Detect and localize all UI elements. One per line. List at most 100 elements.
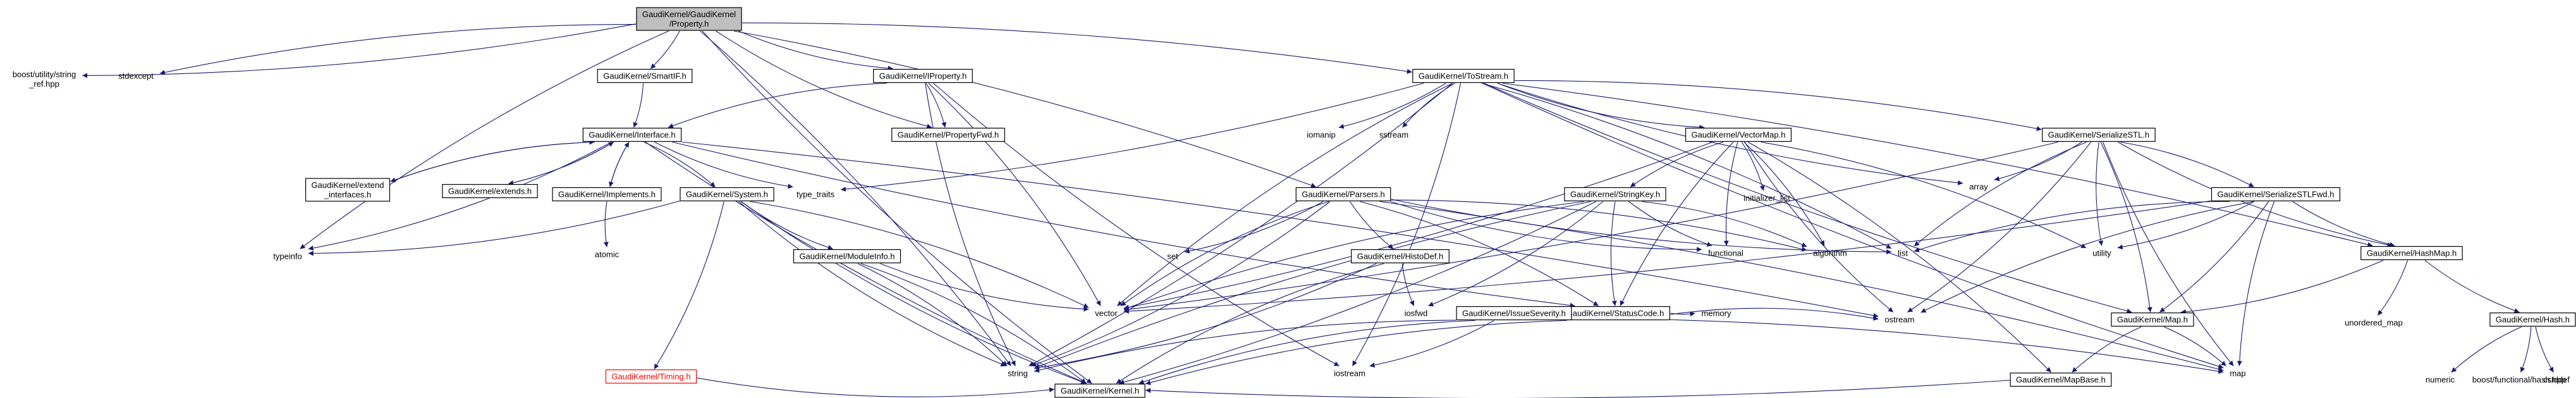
- edge-vectormap-to-statuscode: [1620, 142, 1734, 306]
- node-vectormap[interactable]: GaudiKernel/VectorMap.h: [1685, 127, 1792, 142]
- node-box: [1685, 127, 1792, 142]
- edge-statuscode-to-ostream: [1670, 308, 1879, 321]
- node-label: unordered_map: [2345, 318, 2403, 328]
- edge-serializestlfwd-to-utility: [2117, 201, 2255, 250]
- node-label: GaudiKernel/PropertyFwd.h: [898, 130, 999, 140]
- node-label: GaudiKernel/SerializeSTLFwd.h: [2218, 190, 2335, 199]
- node-label: GaudiKernel/IssueSeverity.h: [1462, 309, 1566, 318]
- node-typeinfo: typeinfo: [273, 252, 302, 261]
- edge-tostream-to-string: [1029, 83, 1453, 366]
- node-box: [891, 127, 1005, 142]
- edge-serializestlfwd-to-list: [1914, 201, 2230, 252]
- edge-vectormap-to-ostream: [1744, 142, 1894, 313]
- node-boost_hash: boost/functional/hash.hpp: [2472, 375, 2566, 385]
- node-utility: utility: [2092, 249, 2111, 258]
- node-label: GaudiKernel/Kernel.h: [1061, 386, 1139, 395]
- node-label: boost/functional/hash.hpp: [2472, 375, 2566, 385]
- node-label: GaudiKernel/HistoDef.h: [1357, 252, 1444, 261]
- node-label: map: [2230, 369, 2245, 378]
- node-label: GaudiKernel/SerializeSTL.h: [2048, 130, 2149, 140]
- node-extends[interactable]: GaudiKernel/extends.h: [442, 183, 538, 199]
- node-system[interactable]: GaudiKernel/System.h: [680, 187, 774, 202]
- edge-statuscode-to-kernel: [1145, 320, 1567, 385]
- node-set: set: [1167, 252, 1178, 261]
- node-serializestlfwd[interactable]: GaudiKernel/SerializeSTLFwd.h: [2211, 187, 2341, 202]
- node-box: [1295, 187, 1391, 202]
- node-label: GaudiKernel/Hash.h: [2496, 315, 2570, 325]
- node-propertyfwd[interactable]: GaudiKernel/PropertyFwd.h: [891, 127, 1005, 142]
- node-box: [793, 249, 901, 264]
- edge-tostream-to-list: [1481, 82, 1892, 249]
- edge-parsers-to-vector: [1120, 201, 1329, 306]
- edge-tostream-to-map: [1482, 83, 2224, 369]
- edge-hashmap-to-gmap: [2180, 259, 2384, 314]
- edge-parsers-to-list: [1391, 199, 1892, 255]
- node-label: set: [1167, 252, 1178, 261]
- node-serializestl[interactable]: GaudiKernel/SerializeSTL.h: [2042, 127, 2156, 142]
- node-timing[interactable]: GaudiKernel/Timing.h: [605, 369, 697, 384]
- node-moduleinfo[interactable]: GaudiKernel/ModuleInfo.h: [793, 249, 901, 264]
- edge-iproperty-to-vector: [928, 83, 1101, 306]
- node-sstream: sstream: [1379, 130, 1408, 140]
- node-gmap[interactable]: GaudiKernel/Map.h: [2111, 312, 2194, 327]
- node-extend_interfaces[interactable]: GaudiKernel/extend_interfaces.h: [305, 178, 391, 202]
- node-label: iosfwd: [1405, 309, 1428, 318]
- edge-iproperty-to-propertyfwd: [925, 83, 947, 128]
- node-label: sstream: [1379, 130, 1408, 140]
- node-boost_string_ref: boost/utility/string_ref.hpp: [13, 70, 76, 89]
- edge-serializestl-to-map: [2103, 142, 2234, 366]
- edge-tostream-to-vectormap: [1497, 82, 1705, 130]
- node-smartif[interactable]: GaudiKernel/SmartIF.h: [597, 68, 693, 84]
- node-label: ostream: [1885, 315, 1915, 325]
- node-box: [305, 178, 391, 202]
- node-label: typeinfo: [273, 252, 302, 261]
- node-label: boost/utility/string: [13, 70, 76, 79]
- graph-nodes: GaudiKernel/GaudiKernel/Property.h boost/…: [13, 7, 2576, 398]
- node-implements[interactable]: GaudiKernel/Implements.h: [552, 187, 662, 202]
- edge-interface-to-statuscode: [672, 141, 1575, 308]
- node-list: list: [1898, 249, 1908, 258]
- node-hash[interactable]: GaudiKernel/Hash.h: [2489, 312, 2576, 327]
- node-label: GaudiKernel/Map.h: [2117, 315, 2188, 325]
- edge-tostream-to-iostream: [1352, 83, 1462, 366]
- node-mapbase[interactable]: GaudiKernel/MapBase.h: [2010, 372, 2112, 387]
- edge-moduleinfo-to-string: [857, 263, 1008, 366]
- node-label: GaudiKernel/IProperty.h: [879, 72, 967, 81]
- node-tostream[interactable]: GaudiKernel/ToStream.h: [1412, 68, 1515, 84]
- edge-property-to-parsers: [733, 30, 1317, 188]
- node-label: GaudiKernel/GaudiKernel: [642, 9, 736, 19]
- edge-serializestlfwd-to-hashmap: [2292, 201, 2395, 247]
- node-issueseverity[interactable]: GaudiKernel/IssueSeverity.h: [1456, 306, 1572, 321]
- node-label: GaudiKernel/ToStream.h: [1419, 72, 1508, 81]
- edge-parsers-to-functional: [1390, 201, 1702, 252]
- edge-hash-to-cstddef: [2535, 326, 2554, 373]
- node-iproperty[interactable]: GaudiKernel/IProperty.h: [873, 68, 973, 84]
- edge-property-to-typeinfo: [300, 30, 669, 249]
- edge-parsers-to-histodef: [1350, 201, 1394, 249]
- node-label: GaudiKernel/extends.h: [448, 187, 532, 196]
- node-histodef[interactable]: GaudiKernel/HistoDef.h: [1351, 249, 1450, 264]
- node-statuscode[interactable]: GaudiKernel/StatusCode.h: [1560, 306, 1670, 321]
- edge-serializestl-to-ostream: [1907, 142, 2092, 313]
- node-atomic: atomic: [595, 250, 620, 259]
- node-kernel[interactable]: GaudiKernel/Kernel.h: [1054, 383, 1145, 398]
- node-label: atomic: [595, 250, 620, 259]
- edge-stringkey-to-functional: [1628, 201, 1712, 247]
- node-interface[interactable]: GaudiKernel/Interface.h: [582, 127, 682, 142]
- node-map: map: [2230, 369, 2245, 378]
- edge-smartif-to-interface: [633, 83, 644, 128]
- dependency-edges: [82, 22, 2554, 398]
- edge-vectormap-to-functional: [1723, 142, 1738, 246]
- edge-serializestlfwd-to-vector: [1123, 200, 2211, 314]
- edge-moduleinfo-to-kernel: [860, 263, 1087, 384]
- edge-property-to-kernel: [702, 30, 1092, 384]
- node-stringkey[interactable]: GaudiKernel/StringKey.h: [1564, 187, 1666, 202]
- node-box: [2010, 372, 2112, 387]
- edge-mapbase-to-kernel: [1145, 380, 2010, 398]
- edge-stringkey-to-algorithm: [1641, 201, 1807, 247]
- node-parsers[interactable]: GaudiKernel/Parsers.h: [1295, 187, 1391, 202]
- node-unordered_map: unordered_map: [2345, 318, 2403, 328]
- node-property[interactable]: GaudiKernel/GaudiKernel/Property.h: [636, 7, 742, 31]
- edge-extends-to-interface: [508, 142, 614, 185]
- node-hashmap[interactable]: GaudiKernel/HashMap.h: [2360, 246, 2463, 261]
